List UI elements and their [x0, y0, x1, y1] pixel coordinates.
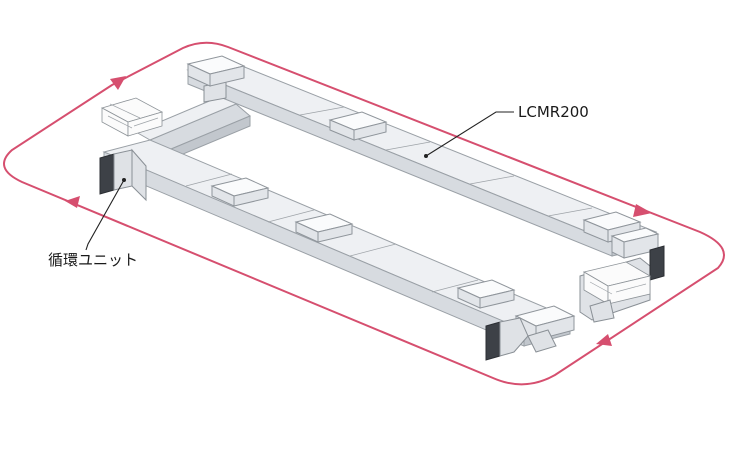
- label-module: LCMR200: [518, 103, 589, 121]
- label-return-unit: 循環ユニット: [48, 251, 138, 269]
- return-unit-right: [579, 245, 665, 323]
- carriage-front-1: [210, 177, 270, 207]
- circulation-path: [3, 41, 725, 386]
- direction-arrow-left-bottom: [65, 196, 80, 208]
- leader-module-dot: [424, 154, 428, 158]
- support-front-right: [485, 317, 557, 361]
- direction-arrow-right-top: [633, 204, 652, 217]
- leader-return-unit: [85, 179, 125, 251]
- carriage-front-3: [456, 279, 516, 309]
- return-beam-left: [134, 93, 251, 163]
- direction-arrow-top-left: [110, 76, 126, 90]
- leader-return-unit-dot: [122, 178, 126, 182]
- carriage-back-left-end: [186, 55, 246, 87]
- leader-module: [425, 111, 514, 157]
- carriage-back-1: [328, 111, 388, 141]
- direction-arrow-right-bottom: [596, 334, 612, 346]
- carriage-front-2: [294, 213, 354, 243]
- return-unit-left-ghost-carriage: [100, 97, 164, 137]
- return-unit-left: [99, 148, 147, 202]
